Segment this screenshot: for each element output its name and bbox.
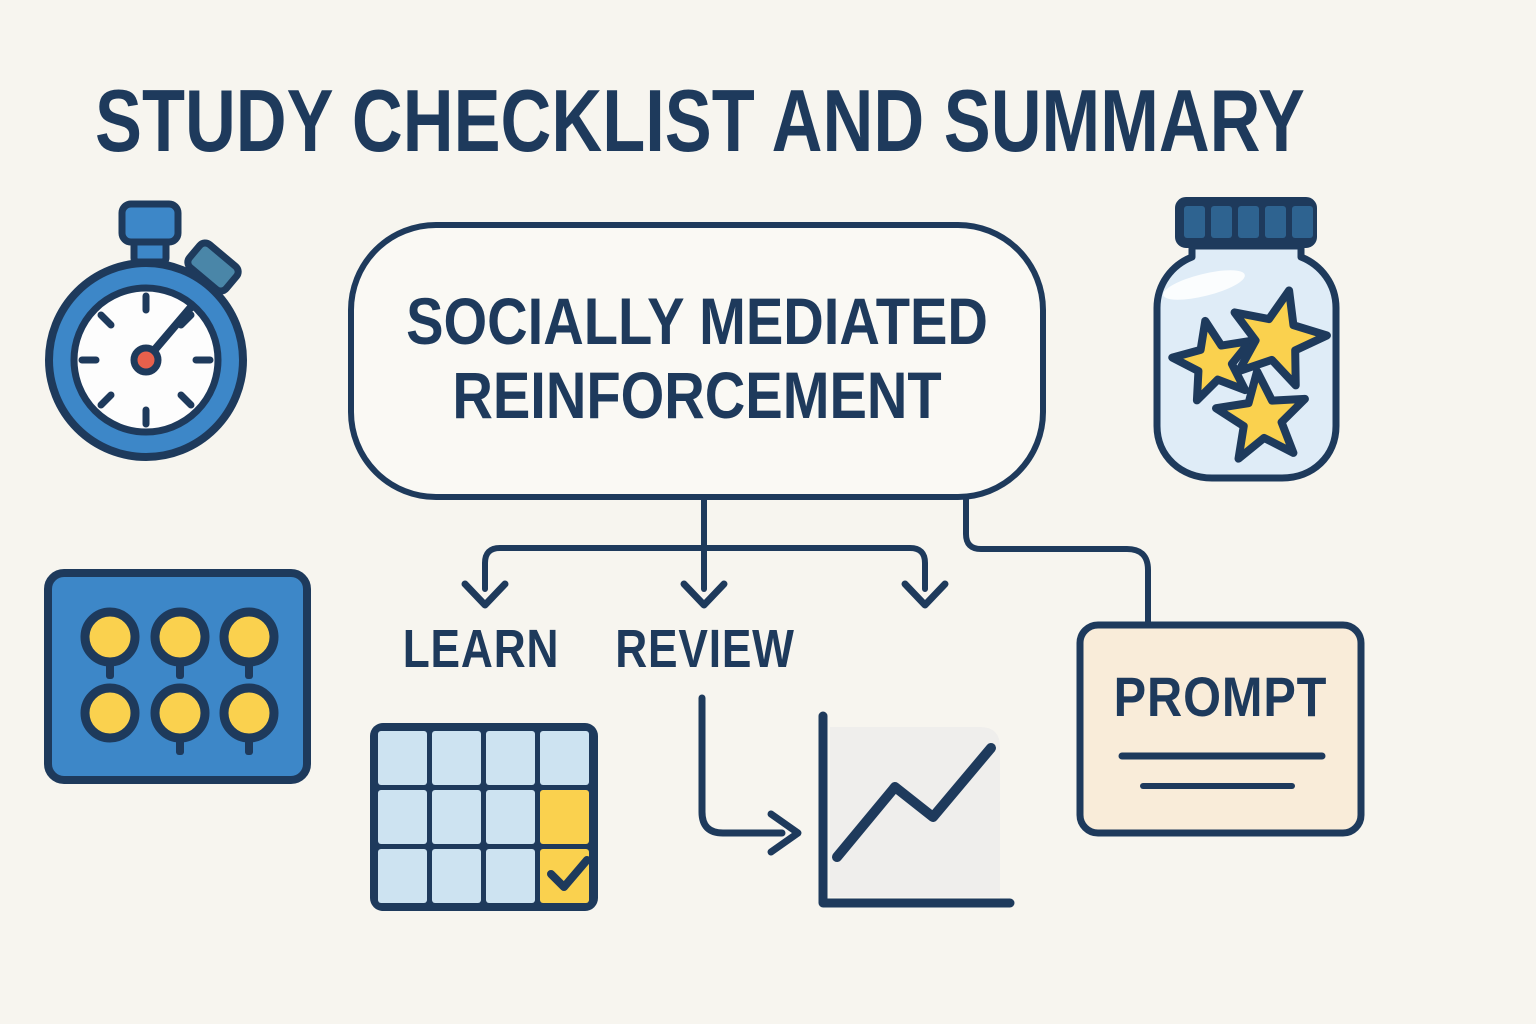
token-tails bbox=[106, 663, 253, 755]
reinforcement-bubble bbox=[348, 222, 1046, 500]
jar-lid-ridges bbox=[1184, 206, 1313, 238]
branch-line bbox=[482, 545, 928, 592]
learn-label: LEARN bbox=[402, 619, 560, 679]
calendar-highlight-cell bbox=[540, 790, 589, 844]
stopwatch-center-dot bbox=[130, 344, 162, 376]
down-arrow-icon bbox=[680, 580, 728, 609]
down-arrow-icon bbox=[901, 580, 949, 609]
prompt-connector-line bbox=[963, 494, 1151, 627]
branch-connectors bbox=[461, 494, 1151, 627]
token-circles bbox=[80, 607, 279, 743]
bubble-text: SOCIALLY MEDIATED REINFORCEMENT bbox=[403, 284, 991, 432]
jar-highlight bbox=[1163, 270, 1245, 300]
checkmark-icon bbox=[547, 856, 591, 891]
page-title: STUDY CHECKLIST AND SUMMARY bbox=[95, 71, 1305, 170]
bubble-text-line2: REINFORCEMENT bbox=[452, 358, 942, 432]
chart-axes bbox=[818, 711, 1015, 908]
bubble-text-line1: SOCIALLY MEDIATED bbox=[406, 284, 988, 358]
chart-trend-line bbox=[832, 743, 996, 862]
down-arrow-icon bbox=[461, 580, 509, 609]
star-icon bbox=[1168, 316, 1255, 405]
review-label: REVIEW bbox=[615, 619, 795, 679]
progress-chart-icon bbox=[818, 711, 1015, 908]
stopwatch-icon bbox=[45, 200, 247, 461]
star-icon bbox=[1212, 367, 1309, 463]
chart-panel bbox=[830, 727, 1000, 897]
calendar-cells bbox=[378, 731, 589, 903]
elbow-arrow-icon bbox=[698, 694, 802, 856]
star-jar-icon bbox=[1153, 197, 1340, 482]
prompt-card bbox=[1076, 621, 1365, 837]
calendar-checklist-icon bbox=[370, 723, 598, 911]
star-icon bbox=[1230, 286, 1331, 390]
token-board-icon bbox=[44, 569, 311, 784]
stopwatch-top-button bbox=[118, 200, 182, 246]
prompt-card-label: PROMPT bbox=[1113, 665, 1328, 728]
stopwatch-ticks bbox=[78, 292, 214, 428]
calendar-checked-cell bbox=[540, 849, 589, 903]
prompt-card-body bbox=[1076, 621, 1365, 837]
